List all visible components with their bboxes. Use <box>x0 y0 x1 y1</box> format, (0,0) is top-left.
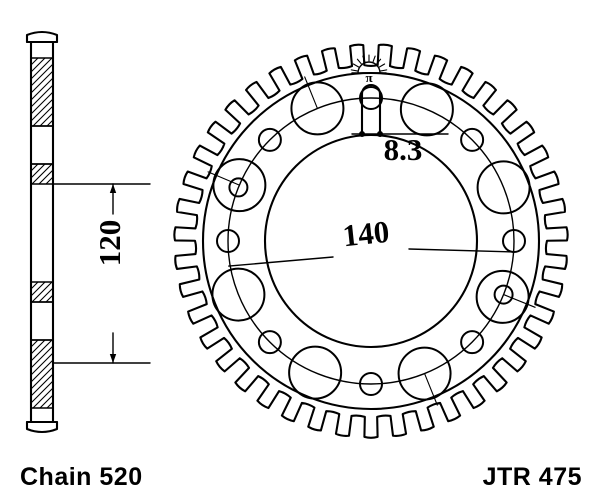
arrowhead-bottom <box>109 354 117 363</box>
dimension-140-label: 140 <box>341 214 391 254</box>
large-lightening-hole <box>476 160 531 215</box>
keyway-slot-outline <box>360 83 382 136</box>
bolt-hole <box>228 177 249 198</box>
small-lightening-hole <box>460 330 485 355</box>
sunburst-ray <box>380 69 388 72</box>
sunburst-dome <box>357 61 381 74</box>
side-section-view <box>25 30 59 434</box>
small-lightening-hole <box>257 330 282 355</box>
section-hatching <box>31 282 53 302</box>
hole-centre-tick <box>424 373 438 406</box>
large-lightening-hole <box>399 82 454 137</box>
sunburst-ray <box>376 58 382 65</box>
part-number-label: JTR 475 <box>483 463 582 491</box>
sunburst-symbol-glyph: π <box>365 70 372 85</box>
bolt-holes <box>207 76 536 406</box>
section-hatching <box>31 340 53 408</box>
large-lightening-hole <box>290 81 345 136</box>
side-view-bottom-cap <box>25 420 59 434</box>
side-view-section-block <box>30 163 54 185</box>
large-lightening-hole <box>211 267 266 322</box>
leader-line-right <box>408 248 514 253</box>
bolt-circle-pcd <box>227 97 515 385</box>
section-hatching <box>31 164 53 184</box>
side-view-section-block <box>30 301 54 341</box>
dimension-140: 140 <box>227 97 515 385</box>
large-lightening-hole <box>475 269 530 324</box>
hole-centre-tick <box>503 294 536 308</box>
sunburst-ray <box>362 55 366 63</box>
bolt-hole <box>493 284 514 305</box>
dimension-8-3: 8.3 <box>351 83 449 167</box>
large-lightening-holes <box>211 81 531 401</box>
sprocket-center-bore <box>263 133 479 349</box>
small-lightening-hole <box>257 127 282 152</box>
sunburst-ray <box>378 63 386 68</box>
sunburst-ray <box>350 69 358 72</box>
chain-label: Chain 520 <box>20 463 143 491</box>
sprocket-teeth-outline <box>173 43 569 439</box>
sunburst-ray <box>372 55 376 63</box>
leader-line-left <box>228 256 334 267</box>
large-lightening-hole <box>288 345 343 400</box>
sprocket-face-view <box>173 43 569 439</box>
hole-centre-tick <box>207 171 240 186</box>
arrowhead-top <box>109 184 117 193</box>
large-lightening-hole <box>212 158 267 213</box>
hole-centre-tick <box>304 76 318 109</box>
dimension-120: 120 <box>52 183 151 364</box>
dimension-120-label: 120 <box>92 220 127 267</box>
large-lightening-hole <box>397 346 452 401</box>
side-view-top-cap <box>25 30 59 44</box>
side-view-section-block <box>30 125 54 165</box>
sunburst-ray <box>356 58 362 65</box>
sunburst-symbol: π <box>350 54 388 85</box>
section-hatching <box>31 58 53 126</box>
sunburst-ray <box>352 63 360 68</box>
small-lightening-hole <box>460 127 485 152</box>
dimension-8-3-label: 8.3 <box>384 132 423 167</box>
